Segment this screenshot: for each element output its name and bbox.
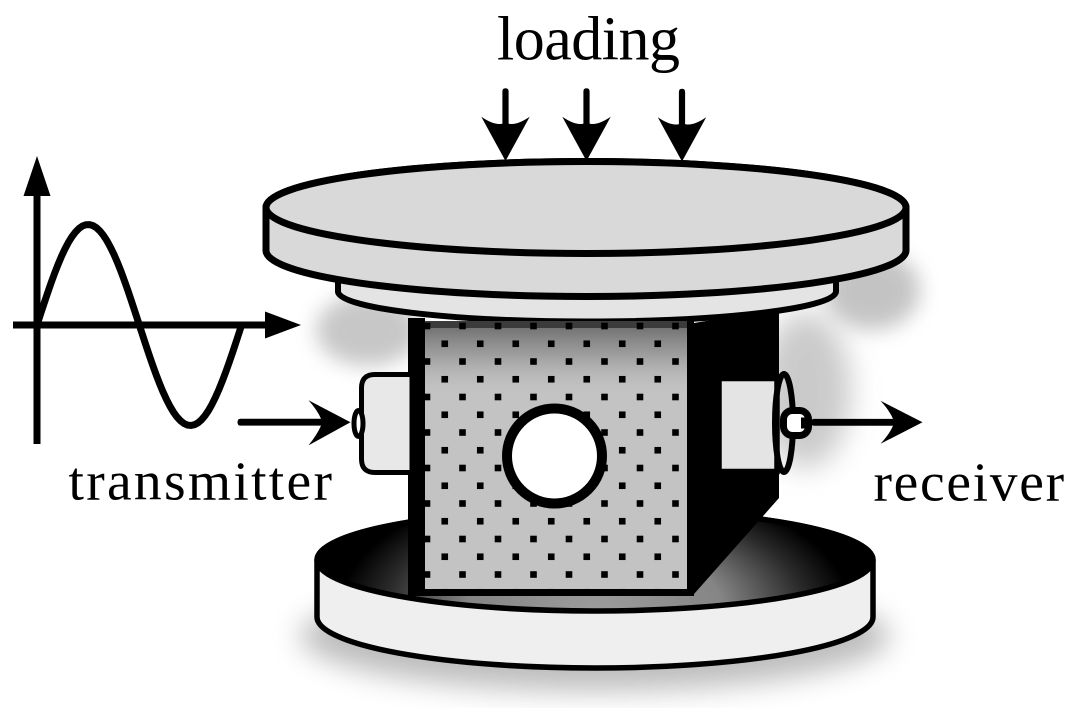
svg-text:transmitter: transmitter: [69, 452, 335, 513]
svg-text:receiver: receiver: [874, 453, 1066, 514]
svg-text:loading: loading: [497, 6, 679, 74]
